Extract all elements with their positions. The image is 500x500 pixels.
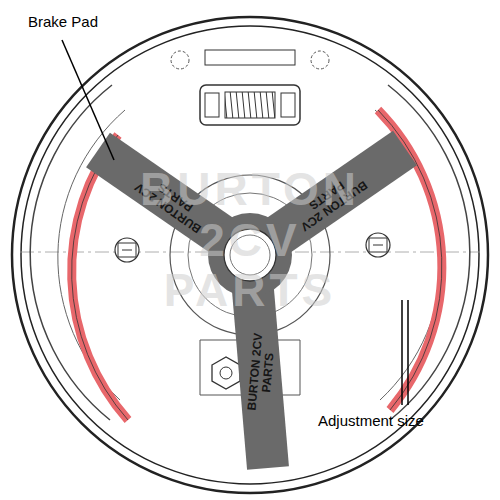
- adjuster-right: [366, 233, 390, 257]
- leader-line: [407, 300, 409, 405]
- pin: [171, 51, 189, 69]
- watermark: BURTON 2CV PARTS: [10, 164, 490, 316]
- part-label: Brake Pad: [28, 14, 148, 31]
- anchor-bolt-hole: [220, 367, 232, 379]
- pin: [311, 51, 329, 69]
- leader-line: [401, 300, 403, 405]
- part-label: Adjustment size: [318, 413, 478, 430]
- spring-end: [281, 93, 295, 117]
- adjuster-left: [115, 238, 139, 262]
- spring-housing: [200, 85, 300, 125]
- leader-line: [62, 40, 114, 160]
- spring-bracket: [205, 50, 295, 65]
- spring-end: [205, 93, 219, 117]
- spring-coil: [225, 92, 275, 118]
- anchor-bolt: [212, 357, 240, 389]
